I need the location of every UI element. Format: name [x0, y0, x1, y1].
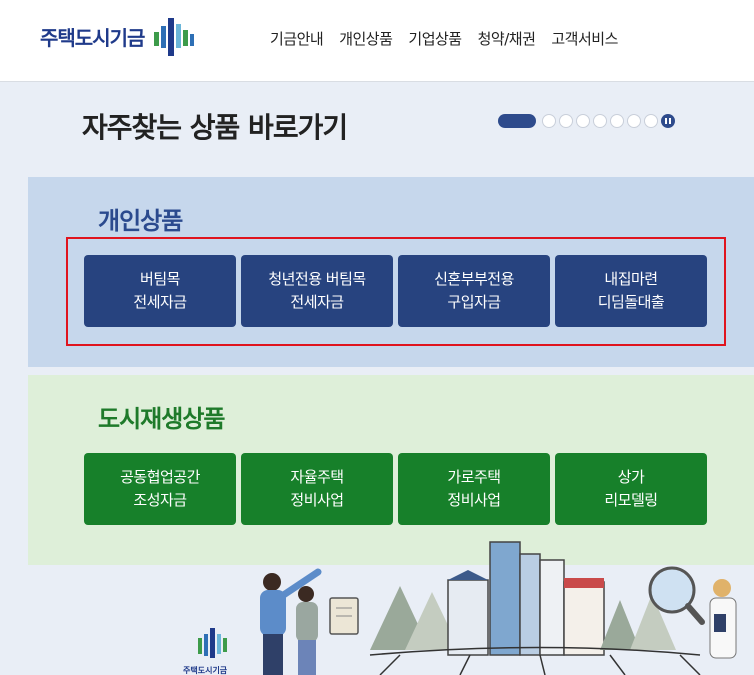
pager-dot[interactable]	[542, 114, 556, 128]
magnifier-icon	[648, 566, 705, 625]
product-button-youth-beotimmok[interactable]: 청년전용 버팀목 전세자금	[241, 255, 393, 327]
pager-dot[interactable]	[593, 114, 607, 128]
product-button-street-housing[interactable]: 가로주택 정비사업	[398, 453, 550, 525]
button-line: 정비사업	[447, 491, 501, 509]
urban-regeneration-panel: 도시재생상품 공동협업공간 조성자금 자율주택 정비사업 가로주택 정비사업 상…	[28, 375, 754, 565]
button-line: 내집마련	[604, 270, 658, 288]
button-line: 청년전용 버팀목	[268, 270, 366, 288]
button-line: 정비사업	[290, 491, 344, 509]
button-line: 전세자금	[290, 293, 344, 311]
urban-regeneration-heading: 도시재생상품	[98, 405, 225, 433]
product-button-didimdol[interactable]: 내집마련 디딤돌대출	[555, 255, 707, 327]
woman-figure	[709, 579, 737, 659]
product-button-shop-remodeling[interactable]: 상가 리모델링	[555, 453, 707, 525]
button-line: 디딤돌대출	[597, 293, 665, 311]
pager-dot[interactable]	[576, 114, 590, 128]
button-line: 전세자금	[133, 293, 187, 311]
personal-products-buttons: 버팀목 전세자금 청년전용 버팀목 전세자금 신혼부부전용 구입자금 내집마련 …	[84, 255, 707, 327]
pager-dot[interactable]	[610, 114, 624, 128]
small-logo-text: 주택도시기금	[183, 665, 228, 675]
small-logo-icon	[198, 628, 227, 658]
button-line: 상가	[617, 468, 645, 486]
urban-products-buttons: 공동협업공간 조성자금 자율주택 정비사업 가로주택 정비사업 상가 리모델링	[84, 453, 707, 525]
button-line: 가로주택	[447, 468, 501, 486]
pager-dot-active[interactable]	[498, 114, 536, 128]
nav-fund-info[interactable]: 기금안내	[270, 30, 324, 48]
site-header: 주택도시기금 기금안내 개인상품 기업상품 청약/채권 고객서비스	[0, 0, 754, 82]
product-button-autonomous-housing[interactable]: 자율주택 정비사업	[241, 453, 393, 525]
product-button-beotimmok[interactable]: 버팀목 전세자금	[84, 255, 236, 327]
buildings	[370, 541, 676, 656]
button-line: 리모델링	[604, 491, 658, 509]
nav-subscription-bonds[interactable]: 청약/채권	[477, 30, 536, 48]
nav-customer-service[interactable]: 고객서비스	[551, 30, 618, 48]
pager-dot[interactable]	[644, 114, 658, 128]
logo-mark-icon	[154, 18, 195, 56]
logo-text: 주택도시기금	[40, 25, 145, 50]
people-figures	[260, 568, 359, 675]
main-nav: 기금안내 개인상품 기업상품 청약/채권 고객서비스	[262, 28, 626, 49]
site-logo[interactable]: 주택도시기금	[40, 14, 196, 58]
button-line: 조성자금	[133, 491, 187, 509]
button-line: 버팀목	[140, 270, 180, 288]
city-illustration: 주택도시기금	[183, 541, 737, 675]
personal-products-heading: 개인상품	[98, 207, 183, 235]
pager-dot[interactable]	[559, 114, 573, 128]
pager-dot[interactable]	[627, 114, 641, 128]
nav-corporate-products[interactable]: 기업상품	[408, 30, 462, 48]
button-line: 신혼부부전용	[434, 270, 514, 288]
slide-pager	[498, 114, 675, 128]
product-button-coworking-space[interactable]: 공동협업공간 조성자금	[84, 453, 236, 525]
nav-personal-products[interactable]: 개인상품	[339, 30, 393, 48]
network-base	[369, 646, 701, 675]
button-line: 구입자금	[447, 293, 501, 311]
button-line: 자율주택	[290, 468, 344, 486]
product-button-newlywed-purchase[interactable]: 신혼부부전용 구입자금	[398, 255, 550, 327]
quick-links-title: 자주찾는 상품 바로가기	[82, 111, 348, 144]
button-line: 공동협업공간	[120, 468, 200, 486]
pause-icon[interactable]	[661, 114, 675, 128]
personal-products-panel: 개인상품 버팀목 전세자금 청년전용 버팀목 전세자금 신혼부부전용 구입자금 …	[28, 177, 754, 367]
